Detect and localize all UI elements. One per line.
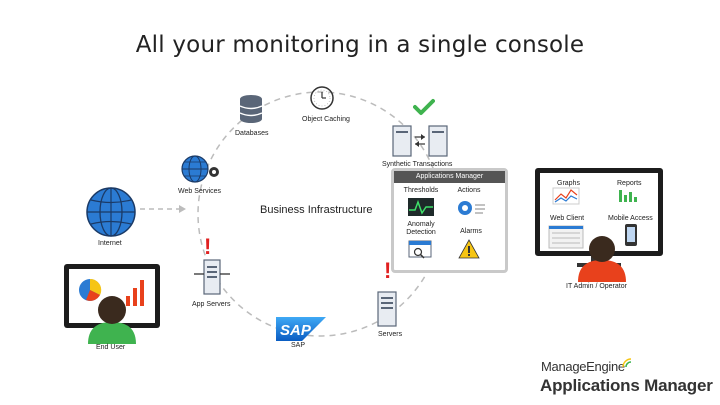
- internet-label: Internet: [98, 240, 122, 247]
- servers-label: Servers: [378, 331, 403, 338]
- web-services-label: Web Services: [178, 188, 222, 195]
- gear-icon: [458, 201, 485, 215]
- actions-label: Actions: [457, 187, 481, 194]
- app-server-icon: [194, 259, 230, 295]
- anomaly-detection-label: Anomaly Detection: [406, 221, 436, 236]
- sap-label: SAP: [291, 342, 306, 349]
- app-servers-label: App Servers: [192, 301, 231, 308]
- page-title: All your monitoring in a single console: [135, 32, 585, 58]
- checkmark-icon: [413, 99, 435, 115]
- database-icon: [239, 95, 263, 123]
- synthetic-transactions-icon: [392, 125, 448, 157]
- graphs-label: Graphs: [557, 180, 580, 187]
- sap-logo-text: SAP: [280, 322, 312, 339]
- databases-label: Databases: [235, 130, 269, 137]
- mobile-access-label: Mobile Access: [608, 215, 653, 222]
- brand-applications-manager: Applications Manager: [540, 376, 713, 395]
- brand-manageengine: ManageEngine: [541, 359, 625, 374]
- thresholds-label: Thresholds: [403, 187, 439, 194]
- clock-icon: [310, 86, 334, 110]
- sap-logo-icon: SAP: [276, 317, 326, 341]
- alarm-warning-icon: [458, 239, 480, 259]
- anomaly-calendar-icon: [408, 240, 432, 259]
- end-user-label: End User: [96, 344, 126, 351]
- alarms-label: Alarms: [460, 228, 482, 235]
- internet-globe-icon: [86, 187, 136, 237]
- brand-arc-icon: [622, 358, 632, 368]
- it-admin-person: [578, 236, 626, 282]
- web-services-icon: [181, 155, 219, 183]
- object-caching-label: Object Caching: [302, 116, 350, 123]
- alert-icon: !: [204, 234, 212, 259]
- server-icon: [377, 291, 397, 327]
- console-header: Applications Manager: [394, 171, 505, 183]
- synthetic-transactions-label: Synthetic Transactions: [382, 161, 453, 168]
- business-infrastructure-label: Business Infrastructure: [260, 204, 373, 216]
- alert-icon: !: [384, 258, 392, 283]
- end-user-monitor: [64, 264, 160, 344]
- web-client-label: Web Client: [550, 215, 585, 222]
- reports-label: Reports: [617, 180, 642, 187]
- thresholds-chart-icon: [408, 198, 434, 216]
- it-admin-label: IT Admin / Operator: [566, 283, 627, 290]
- applications-manager-console: Applications Manager Thresholds Actions …: [391, 168, 508, 273]
